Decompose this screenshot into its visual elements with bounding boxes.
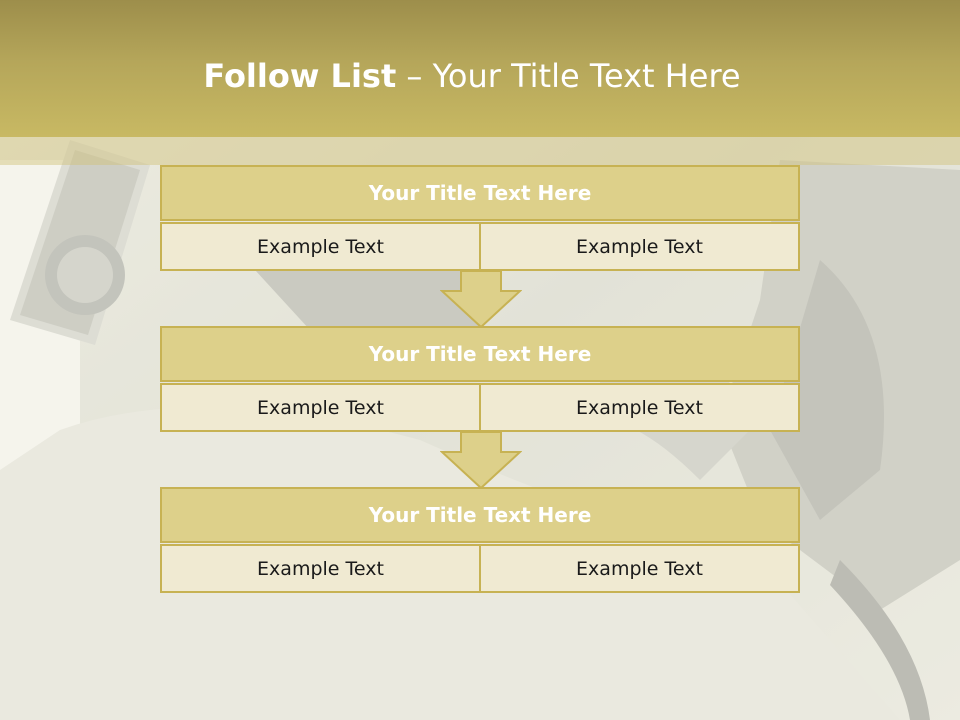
block-title: Your Title Text Here (160, 165, 800, 221)
block-row: Example Text Example Text (160, 544, 800, 593)
block-row: Example Text Example Text (160, 383, 800, 432)
list-block-2: Your Title Text Here Example Text Exampl… (160, 326, 800, 432)
block-cell-left: Example Text (160, 222, 481, 271)
block-title: Your Title Text Here (160, 487, 800, 543)
header-strip (0, 137, 960, 165)
list-block-3: Your Title Text Here Example Text Exampl… (160, 487, 800, 593)
slide-title: Follow List – Your Title Text Here (0, 52, 944, 100)
slide-title-bold: Follow List (203, 57, 397, 95)
block-row: Example Text Example Text (160, 222, 800, 271)
slide-title-rest: – Your Title Text Here (396, 57, 741, 95)
block-cell-left: Example Text (160, 544, 481, 593)
down-arrow-icon (440, 432, 522, 490)
header-band (0, 0, 960, 137)
down-arrow-icon (440, 271, 522, 329)
block-cell-left: Example Text (160, 383, 481, 432)
block-cell-right: Example Text (479, 544, 800, 593)
list-block-1: Your Title Text Here Example Text Exampl… (160, 165, 800, 271)
block-title: Your Title Text Here (160, 326, 800, 382)
block-cell-right: Example Text (479, 222, 800, 271)
block-cell-right: Example Text (479, 383, 800, 432)
